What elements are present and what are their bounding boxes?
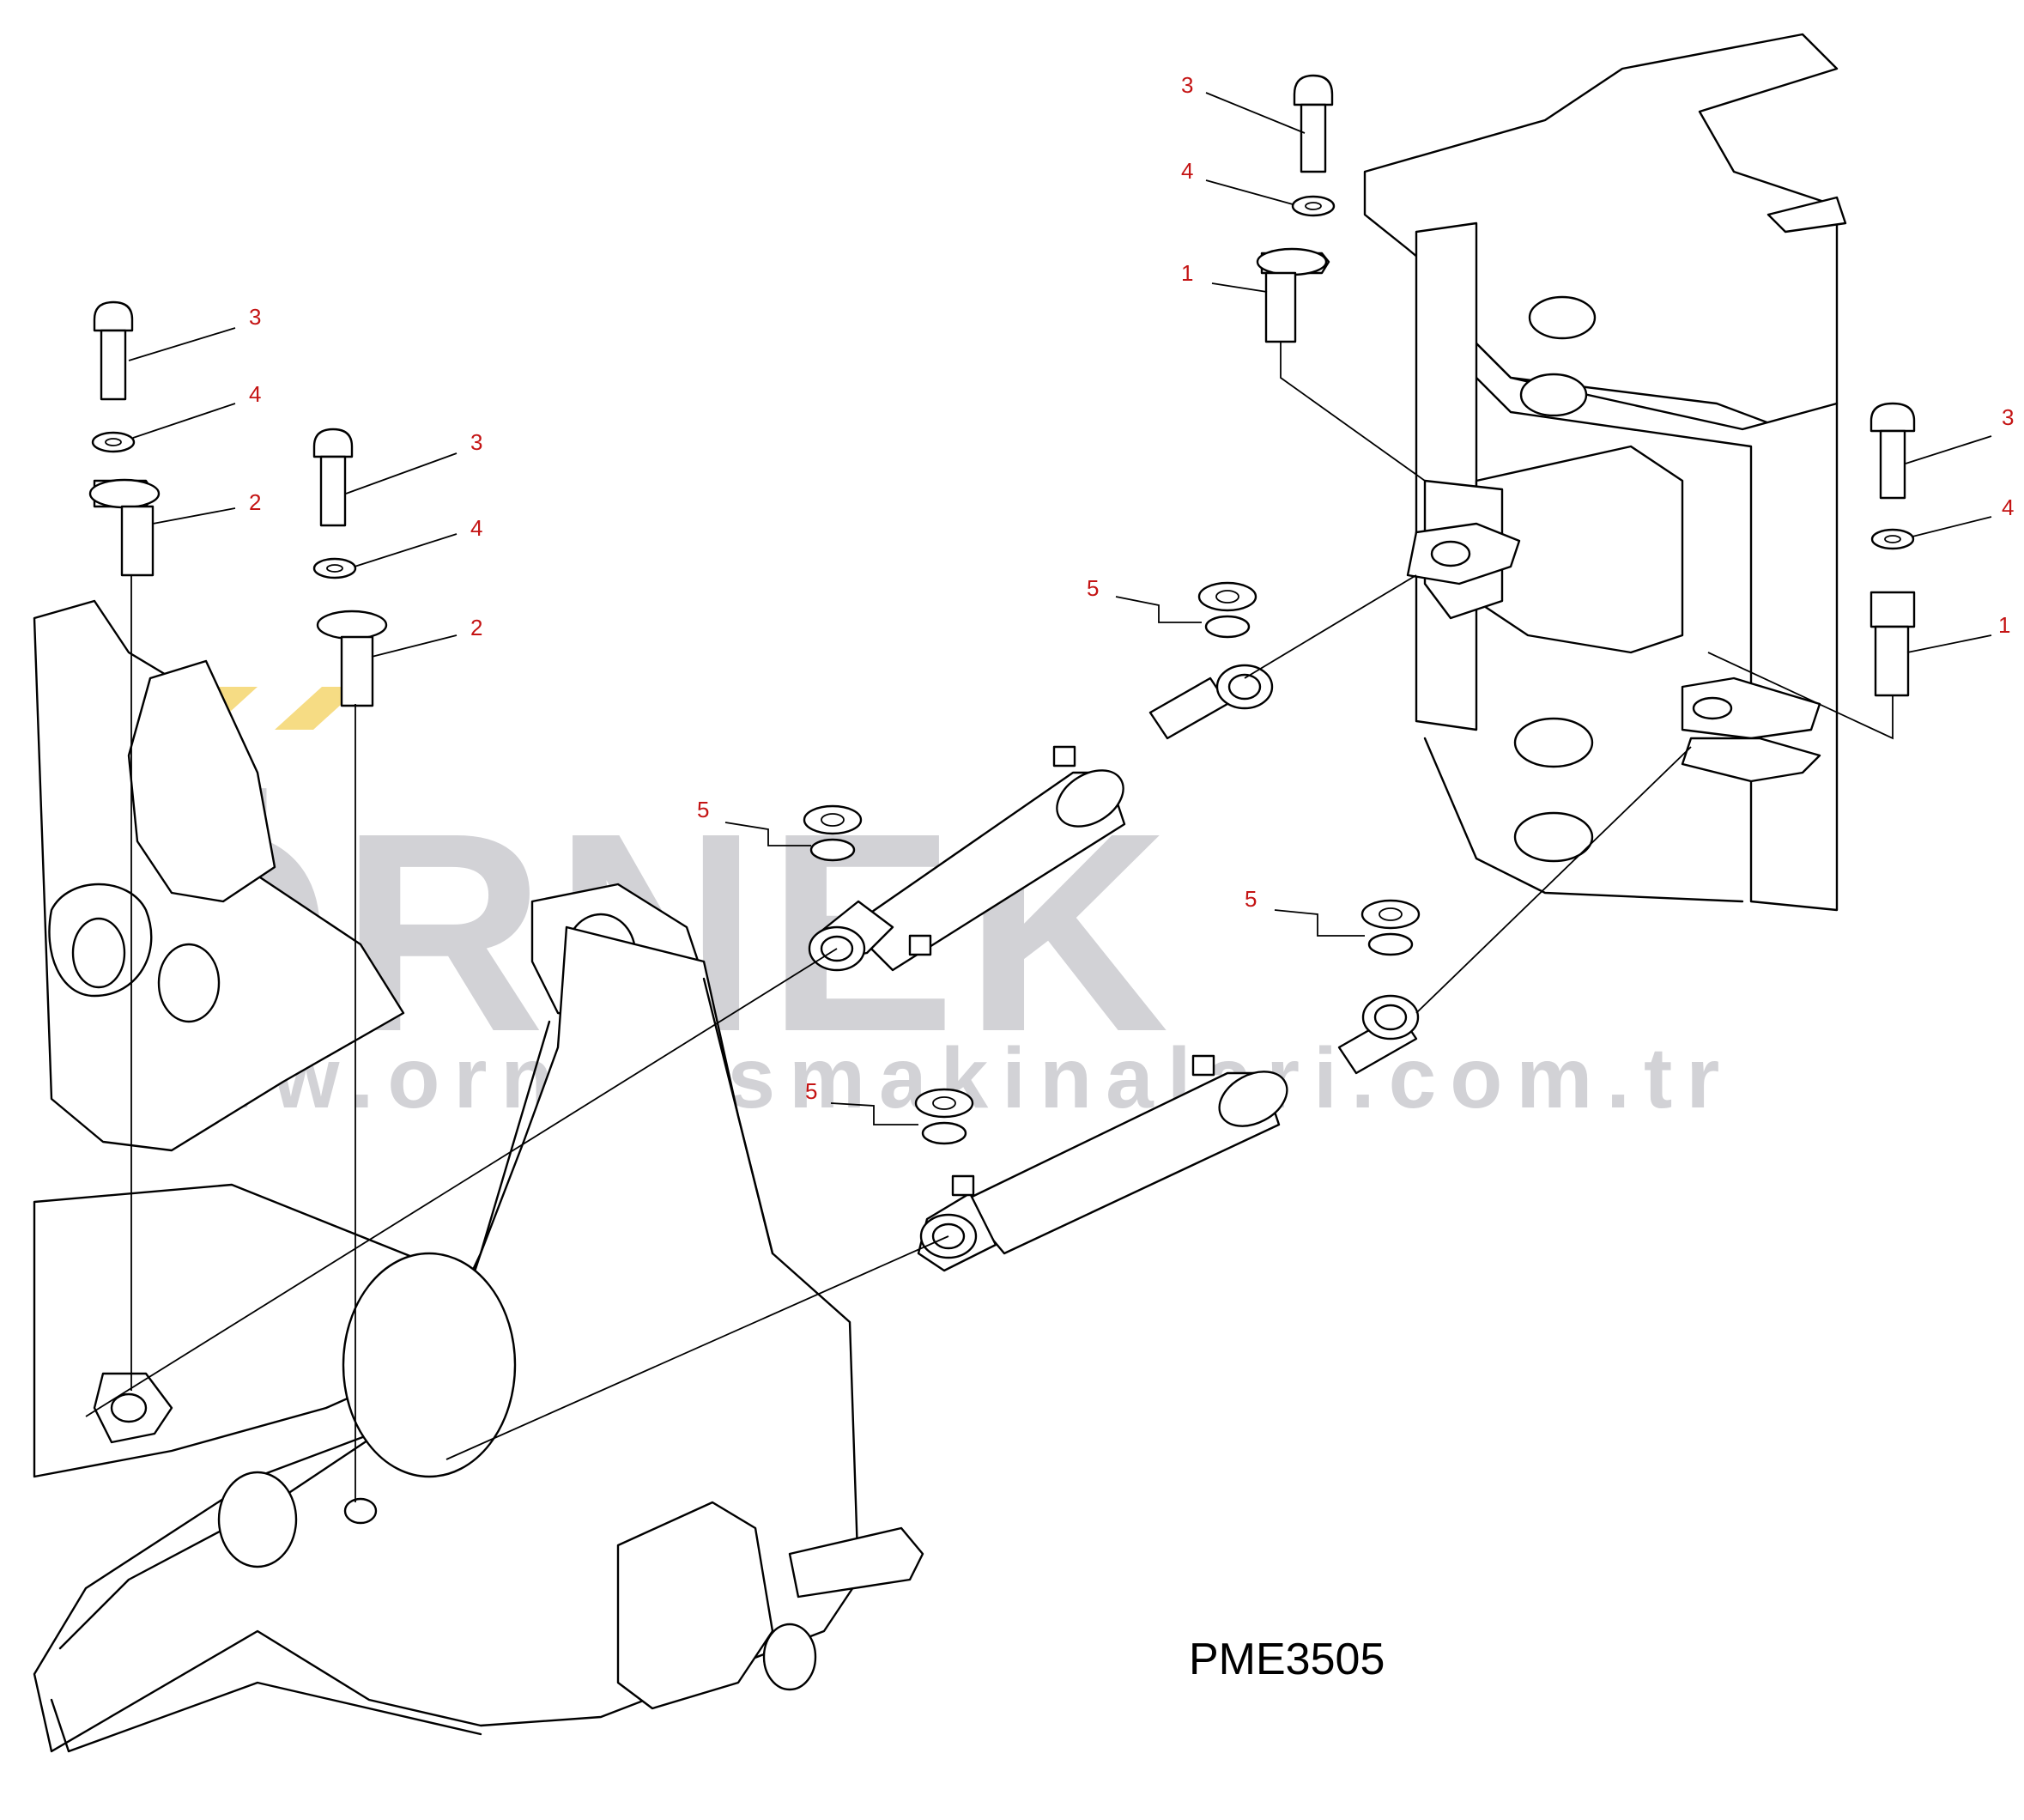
fastener-set-far-right: [1869, 402, 1916, 697]
callout-label: 1: [1181, 260, 1193, 286]
fastener-set-middle: [312, 428, 388, 707]
callout-label: 4: [1181, 158, 1193, 184]
watermark-url: www.ornekismakinalari.com.tr: [111, 1030, 1733, 1126]
callout-label: 5: [1245, 886, 1257, 912]
watermark-accent-right: [275, 687, 361, 730]
callout-label: 1: [1998, 612, 2010, 638]
callout-label: 5: [1087, 575, 1099, 601]
callout-leaders: [128, 92, 1992, 1125]
callout-label: 3: [2002, 404, 2014, 430]
fastener-set-left: [88, 300, 161, 577]
rear-structure: [1363, 33, 1847, 912]
callout-labels: 3 4 1 3 4 2 3 4 2 3 4 1 5 5 5 5: [249, 72, 2014, 1104]
drawing-code: PME3505: [1189, 1635, 1385, 1684]
callout-label: 2: [470, 615, 482, 640]
callout-label: 3: [249, 304, 261, 330]
callout-label: 5: [697, 797, 709, 822]
assembly-lines: [85, 342, 1894, 1502]
bushing-sets: [803, 581, 1421, 1145]
callout-label: 4: [2002, 494, 2014, 520]
callout-label: 3: [1181, 72, 1193, 98]
callout-label: 3: [470, 429, 482, 455]
callout-label: 4: [249, 381, 261, 407]
front-frame: [33, 599, 924, 1753]
callout-label: 5: [805, 1078, 817, 1104]
callout-label: 2: [249, 489, 261, 515]
callout-label: 4: [470, 515, 482, 541]
fastener-set-top-right: [1256, 74, 1336, 343]
